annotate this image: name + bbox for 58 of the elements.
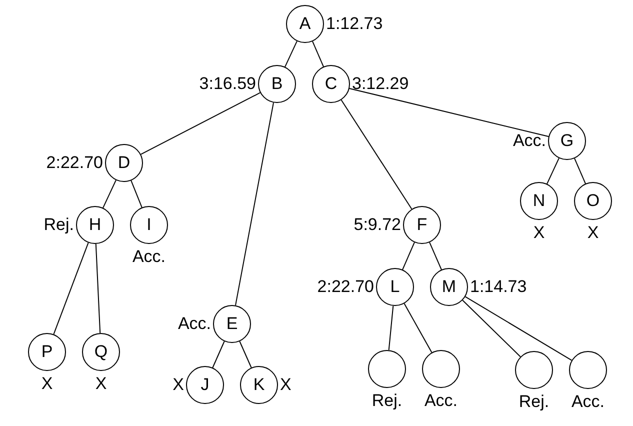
connector-line [574, 158, 586, 184]
connector-line [429, 242, 442, 270]
node-annotation: X [41, 374, 53, 394]
node-annotation: Rej. [518, 392, 550, 412]
connector-line [95, 243, 101, 334]
node-annotation: 5:9.72 [354, 215, 401, 235]
node-annotation: 1:12.73 [326, 14, 383, 34]
node-annotation: X [95, 374, 107, 394]
connector-line [235, 102, 274, 306]
node-annotation: Acc. [132, 247, 166, 267]
connector-line [239, 340, 252, 368]
connector-line [388, 305, 394, 351]
tree-node-circle: C [312, 65, 350, 103]
connector-line [102, 180, 116, 208]
connector-line [348, 88, 550, 138]
node-annotation: X [172, 375, 184, 395]
connector-line [546, 158, 560, 184]
connector-line [212, 340, 225, 368]
node-annotation: 3:16.59 [199, 74, 256, 94]
tree-node-circle: K [240, 366, 278, 404]
connector-line [462, 300, 521, 358]
tree-node-circle: P [28, 333, 66, 371]
tree-node-circle: O [574, 182, 612, 220]
tree-node-circle: M [430, 268, 468, 306]
tree-node-circle: G [548, 122, 586, 160]
tree-node-circle: Q [82, 333, 120, 371]
connector-line [284, 40, 298, 68]
connector-line [130, 180, 142, 208]
node-annotation: 2:22.70 [46, 153, 103, 173]
tree-node-circle: N [520, 182, 558, 220]
node-annotation: Rej. [372, 391, 402, 411]
connector-line [140, 92, 261, 155]
node-annotation: Acc. [424, 391, 458, 411]
node-annotation: Acc. [571, 392, 605, 412]
node-annotation: Acc. [178, 314, 211, 334]
node-annotation: Rej. [44, 215, 74, 235]
tree-node-circle: D [105, 144, 143, 182]
node-annotation: 3:12.29 [352, 74, 409, 94]
connector-line [402, 242, 415, 270]
connector-line [340, 99, 412, 210]
connector-line [53, 242, 89, 335]
tree-node-circle: H [76, 206, 114, 244]
tree-node-circle: I [130, 206, 168, 244]
node-annotation: Acc. [512, 131, 546, 151]
tree-node-circle: A [286, 5, 324, 43]
node-annotation: 1:14.73 [470, 277, 527, 297]
tree-node-circle: B [258, 65, 296, 103]
node-annotation: X [587, 223, 599, 243]
node-annotation: 2:22.70 [317, 277, 374, 297]
node-annotation: X [280, 375, 292, 395]
tree-node-circle: J [186, 366, 224, 404]
tree-node-circle: E [213, 305, 251, 343]
tree-node-circle: L [376, 268, 414, 306]
connector-line [464, 296, 572, 361]
tree-node-circle: F [403, 206, 441, 244]
connector-line [404, 303, 432, 353]
connector-line [312, 40, 324, 68]
node-annotation: X [533, 223, 545, 243]
